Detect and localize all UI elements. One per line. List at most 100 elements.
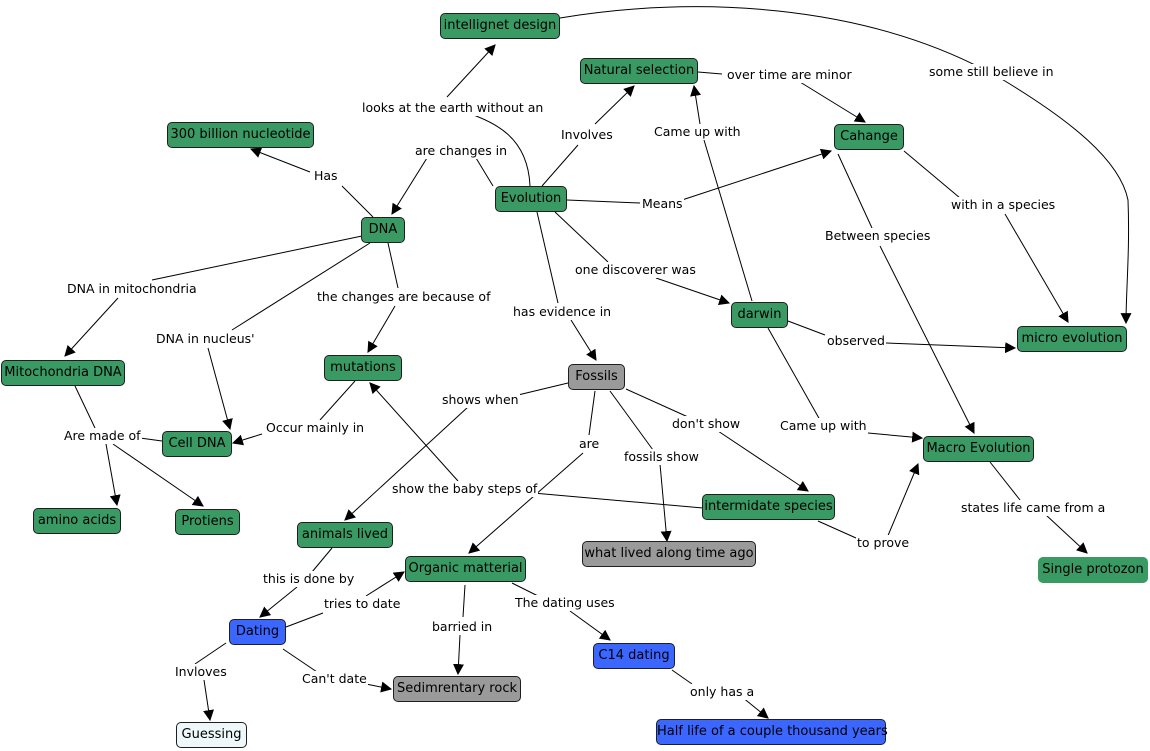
connector-only-has-1 [671,669,693,685]
label-has-evidence-in: has evidence in [512,304,613,320]
label-dna-in-nucleus: DNA in nucleus' [155,331,256,347]
node-mitochondria-dna[interactable]: Mitochondria DNA [1,360,125,386]
label-involves: Involves [560,127,614,143]
label-tries-to-date: tries to date [323,596,402,612]
node-amino-acids[interactable]: amino acids [33,508,121,534]
node-intelligent-design[interactable]: intellignet design [440,13,560,39]
connector-dating-uses-1 [511,582,541,598]
connector-nucleus-2 [207,347,233,431]
label-only-has-a: only has a [689,684,756,700]
connector-involves-1 [541,144,579,187]
connector-came-up-1a [703,139,753,302]
connector-barried-2 [453,634,464,676]
label-fossils-show: fossils show [623,449,700,465]
label-show-baby-steps: show the baby steps of [391,481,539,497]
connector-within-1 [903,150,961,199]
connector-because-1 [387,242,399,289]
connector-baby-steps-1 [532,492,704,509]
node-c14-dating[interactable]: C14 dating [593,643,675,669]
connector-made-of-4 [112,443,204,507]
connector-are-changes-2 [391,157,428,215]
connector-within-2 [1004,213,1069,323]
label-dna-in-mito: DNA in mitochondria [66,281,198,297]
label-cant-date: Can't date [301,671,368,687]
connector-nucleus-1 [231,242,371,331]
label-observed: observed [826,333,886,349]
connector-tries-2 [365,571,405,597]
label-has: Has [313,168,339,184]
connector-means-2 [681,148,833,201]
connector-made-of-1 [74,385,96,429]
node-guessing[interactable]: Guessing [176,722,247,748]
node-micro-evolution[interactable]: micro evolution [1017,326,1127,352]
label-invloves: Invloves [174,664,228,680]
connector-cant-date-2 [365,681,393,693]
connector-means-1 [566,199,641,204]
label-one-discoverer: one discoverer was [574,262,697,278]
connector-has-2 [249,147,311,173]
label-occur-mainly-in: Occur mainly in [265,420,366,436]
connector-some-still-believe-arrow [999,77,1132,325]
label-over-time-minor: over time are minor [726,67,853,83]
node-organic-matterial[interactable]: Organic matterial [405,556,526,582]
connector-barried-1 [462,584,466,618]
label-shows-when: shows when [441,392,520,408]
node-animals-lived[interactable]: animals lived [297,522,393,548]
label-barried-in: barried in [431,619,494,635]
connector-fossils-show-1 [609,390,654,451]
connector-states-2 [1045,514,1088,554]
connector-discoverer-2 [655,277,731,305]
label-to-prove: to prove [856,535,911,551]
connector-between-2 [879,245,975,434]
connector-occur-1 [319,380,356,421]
connector-done-by-2 [259,586,298,618]
label-are-changes-in: are changes in [414,143,509,159]
node-dna[interactable]: DNA [361,217,405,243]
connector-shows-when-2 [344,406,469,521]
connector-are-1 [588,390,596,436]
connector-invloves-1 [194,642,227,665]
connector-dating-uses-2 [569,610,611,641]
node-natural-selection[interactable]: Natural selection [580,58,698,84]
label-means: Means [641,196,684,212]
node-dating[interactable]: Dating [229,619,286,645]
node-mutations[interactable]: mutations [324,355,402,381]
connector-fossils-show-2 [659,463,672,543]
node-300-billion-nucleotide[interactable]: 300 billion nucleotide [167,122,314,148]
connector-are-2 [468,452,584,554]
node-what-lived-along-time-ago[interactable]: what lived along time ago [582,541,756,567]
label-this-is-done-by: this is done by [262,571,356,587]
connector-shows-when-1 [517,382,569,396]
label-the-changes-because: the changes are because of [316,289,492,305]
label-came-up-with-1: Came up with [653,124,742,140]
node-protiens[interactable]: Protiens [175,509,240,535]
connector-observed-1 [787,320,826,336]
connector-discoverer-1 [554,211,609,263]
connector-done-by-1 [311,547,333,573]
node-intermidate-species[interactable]: intermidate species [702,494,835,520]
node-macro-evolution[interactable]: Macro Evolution [923,436,1034,462]
connector-has-1 [341,185,374,218]
label-are: are [578,436,601,452]
connector-evidence-1 [536,211,559,304]
node-evolution[interactable]: Evolution [495,186,567,212]
connector-dna-mito-1 [151,235,363,281]
node-cell-dna[interactable]: Cell DNA [162,431,232,457]
connector-dna-mito-2 [64,297,119,357]
connector-states-1 [989,461,1021,501]
connector-observed-2 [885,342,1017,354]
node-sedimrentary-rock[interactable]: Sedimrentary rock [393,676,521,702]
connector-made-of-3 [105,443,121,507]
node-cahange[interactable]: Cahange [834,124,904,150]
node-single-protozon[interactable]: Single protozon [1038,557,1148,583]
connector-evidence-2 [570,319,597,361]
connector-baby-steps-2 [369,382,459,482]
node-half-life[interactable]: Half life of a couple thousand years [656,719,888,745]
connector-looks-at-earth-arrow [446,44,496,98]
connector-to-prove-1 [817,520,857,539]
node-fossils[interactable]: Fossils [568,364,625,390]
label-states-life: states life came from a [960,500,1107,516]
node-darwin[interactable]: darwin [731,302,788,328]
connector-between-1 [837,153,873,229]
